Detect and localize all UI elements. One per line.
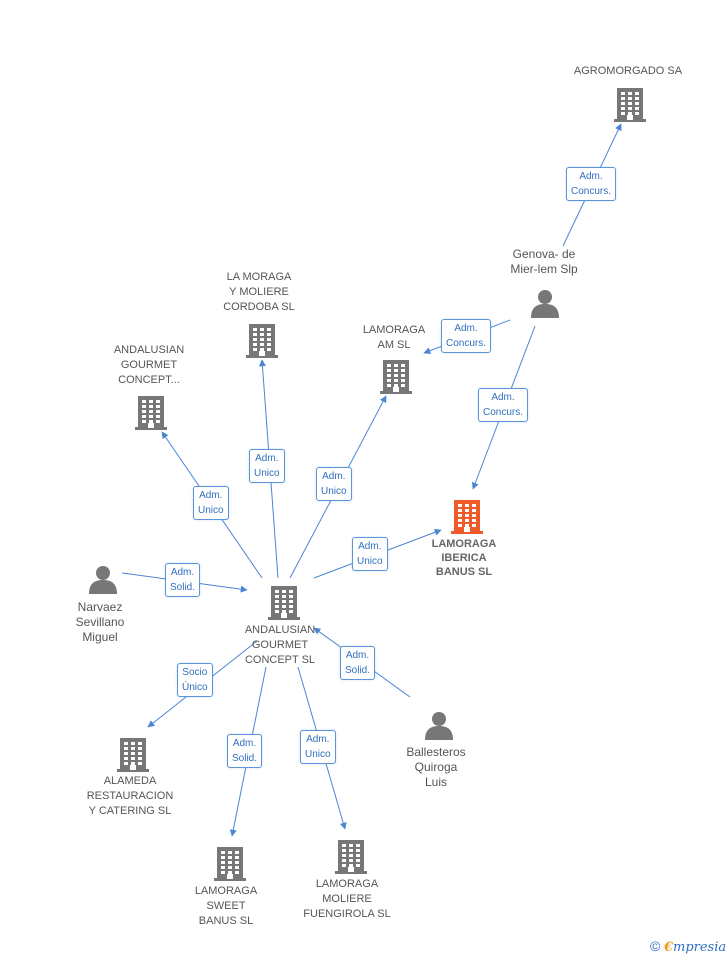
edge-label-center-alameda[interactable]: Socio Único bbox=[177, 663, 213, 697]
company-icon-la-moraga-cordoba[interactable] bbox=[246, 322, 278, 363]
edge-label-center-cordoba[interactable]: Adm. Unico bbox=[249, 449, 285, 483]
node-label-lamoraga-iberica[interactable]: LAMORAGA IBERICA BANUS SL bbox=[431, 538, 497, 578]
company-icon-lamoraga-moliere[interactable] bbox=[335, 838, 367, 879]
node-label-narvaez[interactable]: Narvaez Sevillano Miguel bbox=[75, 600, 125, 644]
company-icon-agromorgado[interactable] bbox=[614, 86, 646, 127]
company-icon-lamoraga-iberica[interactable] bbox=[451, 498, 483, 539]
company-icon-lamoraga-am[interactable] bbox=[380, 358, 412, 399]
edge-label-genova-agromorgado[interactable]: Adm. Concurs. bbox=[566, 167, 617, 201]
company-icon-andalusian-concept[interactable] bbox=[135, 394, 167, 435]
node-label-lamoraga-am[interactable]: LAMORAGA AM SL bbox=[362, 324, 426, 351]
edge-label-genova-iberica[interactable]: Adm. Concurs. bbox=[478, 388, 529, 422]
node-label-ballesteros[interactable]: Ballesteros Quiroga Luis bbox=[406, 745, 466, 789]
node-label-la-moraga-cordoba[interactable]: LA MORAGA Y MOLIERE CORDOBA SL bbox=[223, 271, 295, 313]
edge-label-center-sweet[interactable]: Adm. Solid. bbox=[227, 734, 263, 768]
company-icon-alameda[interactable] bbox=[117, 736, 149, 777]
footer-brand[interactable]: © €mpresia bbox=[650, 938, 726, 955]
node-label-agromorgado[interactable]: AGROMORGADO SA bbox=[573, 65, 683, 77]
person-icon-genova[interactable] bbox=[530, 288, 560, 323]
edge-label-ballesteros-center[interactable]: Adm. Solid. bbox=[340, 646, 376, 680]
edge-label-center-iberica[interactable]: Adm. Unico bbox=[352, 537, 388, 571]
person-icon-narvaez[interactable] bbox=[88, 564, 118, 599]
edge-label-genova-lamoraga-am[interactable]: Adm. Concurs. bbox=[441, 319, 492, 353]
copyright-symbol: © bbox=[650, 938, 661, 954]
node-label-andalusian-center[interactable]: ANDALUSIAN GOURMET CONCEPT SL bbox=[244, 624, 316, 666]
brand-logo-name: mpresia bbox=[673, 940, 727, 955]
company-icon-lamoraga-sweet[interactable] bbox=[214, 845, 246, 886]
company-icon-andalusian-center[interactable] bbox=[268, 584, 300, 625]
node-label-andalusian-concept[interactable]: ANDALUSIAN GOURMET CONCEPT... bbox=[113, 344, 185, 386]
node-label-genova[interactable]: Genova- de Mier-lem Slp bbox=[510, 247, 578, 276]
edge-label-center-moliere[interactable]: Adm. Unico bbox=[300, 730, 336, 764]
person-icon-ballesteros[interactable] bbox=[424, 710, 454, 745]
brand-logo-letter: € bbox=[663, 940, 673, 955]
edge-label-center-lamoraga-am[interactable]: Adm. Unico bbox=[316, 467, 352, 501]
edge-label-narvaez-center[interactable]: Adm. Solid. bbox=[165, 563, 201, 597]
node-label-lamoraga-sweet[interactable]: LAMORAGA SWEET BANUS SL bbox=[194, 885, 258, 927]
node-label-lamoraga-moliere[interactable]: LAMORAGA MOLIERE FUENGIROLA SL bbox=[303, 878, 391, 920]
edge-label-center-concept[interactable]: Adm. Unico bbox=[193, 486, 229, 520]
node-label-alameda[interactable]: ALAMEDA RESTAURACION Y CATERING SL bbox=[86, 775, 174, 817]
